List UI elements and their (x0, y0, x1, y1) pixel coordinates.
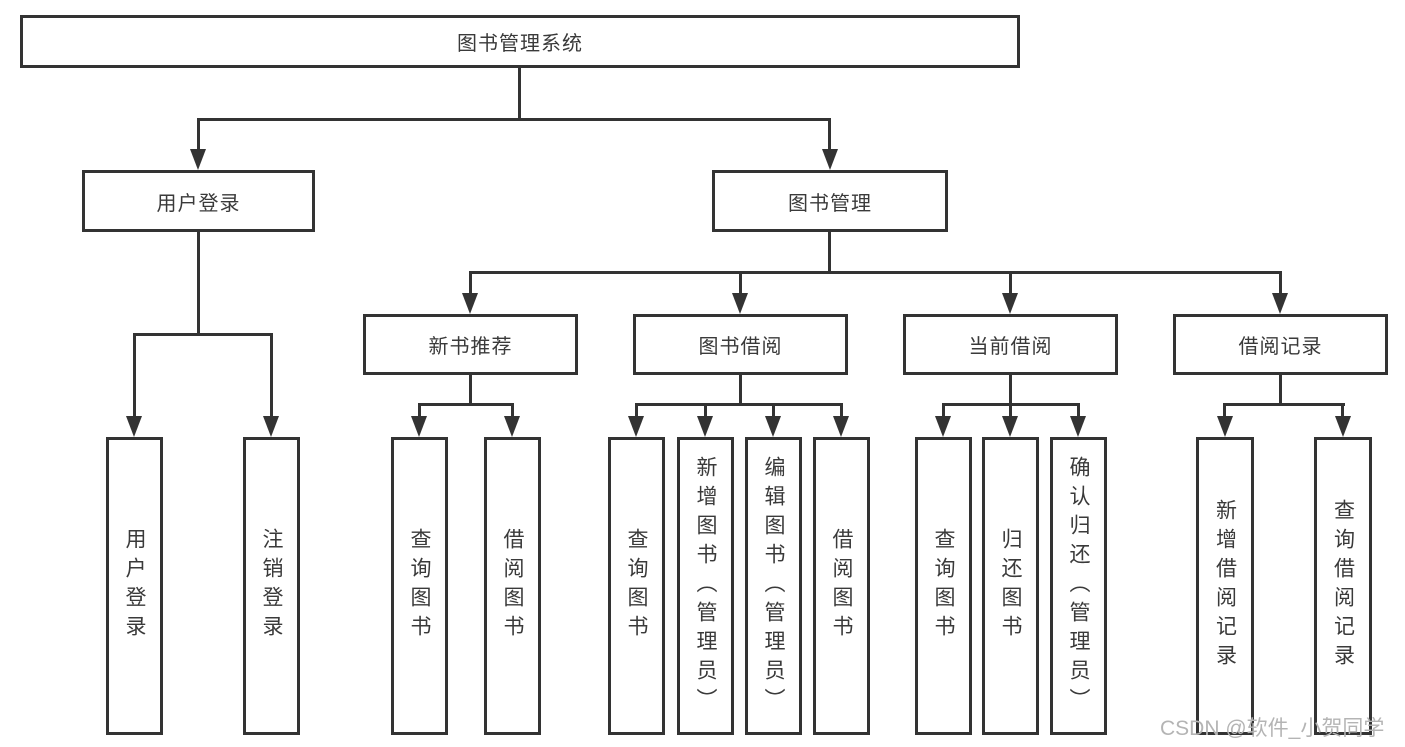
connector-drop-leaf (418, 403, 421, 418)
arrow-down-icon (462, 293, 478, 314)
leaf-label: 归还图书 (999, 528, 1022, 644)
connector-user-login-stem (197, 232, 200, 335)
connector-root-stem (518, 68, 521, 120)
leaf-label: 用户登录 (123, 528, 146, 644)
leaf-label: 查询图书 (408, 528, 431, 644)
leaf-label: 借阅图书 (501, 528, 524, 644)
arrow-down-icon (1002, 416, 1018, 437)
connector-new-book-stem (469, 375, 472, 405)
leaf-label: 查询图书 (932, 528, 955, 644)
connector-drop-leaf (635, 403, 638, 418)
arrow-down-icon (263, 416, 279, 437)
connector-drop-leaf (772, 403, 775, 418)
arrow-down-icon (732, 293, 748, 314)
connector-drop-leaf (942, 403, 945, 418)
csdn-watermark: CSDN @软件_小贺同学 (1160, 717, 1385, 740)
node-book-borrowing: 图书借阅 (633, 314, 848, 375)
connector-borrow-record-hbar (1223, 403, 1345, 406)
connector-book-borrow-stem (739, 375, 742, 405)
connector-drop-book-management (828, 118, 831, 150)
connector-book-borrow-hbar (635, 403, 843, 406)
arrow-down-icon (822, 149, 838, 170)
connector-drop-leaf (511, 403, 514, 418)
node-new-book-recommend: 新书推荐 (363, 314, 578, 375)
connector-drop-leaf (1341, 403, 1344, 418)
connector-level1-hbar (197, 118, 831, 121)
connector-level2-hbar (469, 271, 1282, 274)
leaf-borrow-books-recommend: 借阅图书 (484, 437, 541, 735)
arrow-down-icon (697, 416, 713, 437)
leaf-label: 查询借阅记录 (1331, 499, 1355, 673)
leaf-user-login: 用户登录 (106, 437, 163, 735)
leaf-label: 借阅图书 (830, 528, 853, 644)
leaf-query-books-borrowing: 查询图书 (608, 437, 665, 735)
leaf-add-books-admin: 新增图书（管理员） (677, 437, 734, 735)
connector-drop-leaf (1077, 403, 1080, 418)
leaf-add-borrow-record: 新增借阅记录 (1196, 437, 1254, 735)
arrow-down-icon (190, 149, 206, 170)
connector-drop-current-borrow (1009, 271, 1012, 294)
leaf-query-books-recommend: 查询图书 (391, 437, 448, 735)
connector-drop-user-login (197, 118, 200, 150)
arrow-down-icon (1002, 293, 1018, 314)
arrow-down-icon (628, 416, 644, 437)
leaf-logout: 注销登录 (243, 437, 300, 735)
arrow-down-icon (411, 416, 427, 437)
connector-user-login-hbar (133, 333, 273, 336)
arrow-down-icon (126, 416, 142, 437)
leaf-return-books: 归还图书 (982, 437, 1039, 735)
arrow-down-icon (504, 416, 520, 437)
connector-book-management-stem (828, 232, 831, 273)
connector-drop-leaf (840, 403, 843, 418)
arrow-down-icon (1272, 293, 1288, 314)
leaf-query-borrow-record: 查询借阅记录 (1314, 437, 1372, 735)
leaf-label: 查询图书 (625, 528, 648, 644)
connector-drop-book-borrow (739, 271, 742, 294)
connector-drop-login-leaf (133, 333, 136, 417)
connector-drop-leaf (1009, 403, 1012, 418)
node-library-management-system: 图书管理系统 (20, 15, 1020, 68)
arrow-down-icon (833, 416, 849, 437)
leaf-edit-books-admin: 编辑图书（管理员） (745, 437, 802, 735)
connector-drop-logout-leaf (270, 333, 273, 417)
leaf-query-books-current: 查询图书 (915, 437, 972, 735)
connector-current-borrow-stem (1009, 375, 1012, 405)
connector-drop-new-book (469, 271, 472, 294)
connector-drop-leaf (1223, 403, 1226, 418)
leaf-label: 新增图书（管理员） (694, 455, 717, 717)
connector-new-book-hbar (418, 403, 514, 406)
arrow-down-icon (1335, 416, 1351, 437)
connector-drop-borrow-record (1279, 271, 1282, 294)
leaf-borrow-books: 借阅图书 (813, 437, 870, 735)
node-borrowing-records: 借阅记录 (1173, 314, 1388, 375)
arrow-down-icon (935, 416, 951, 437)
node-current-borrowing: 当前借阅 (903, 314, 1118, 375)
leaf-label: 编辑图书（管理员） (762, 455, 785, 717)
arrow-down-icon (1070, 416, 1086, 437)
leaf-label: 注销登录 (260, 528, 283, 644)
arrow-down-icon (765, 416, 781, 437)
arrow-down-icon (1217, 416, 1233, 437)
node-user-login: 用户登录 (82, 170, 315, 232)
leaf-label: 新增借阅记录 (1213, 499, 1237, 673)
connector-drop-leaf (704, 403, 707, 418)
leaf-label: 确认归还（管理员） (1067, 455, 1090, 717)
leaf-confirm-return-admin: 确认归还（管理员） (1050, 437, 1107, 735)
node-book-management: 图书管理 (712, 170, 948, 232)
connector-borrow-record-stem (1279, 375, 1282, 405)
